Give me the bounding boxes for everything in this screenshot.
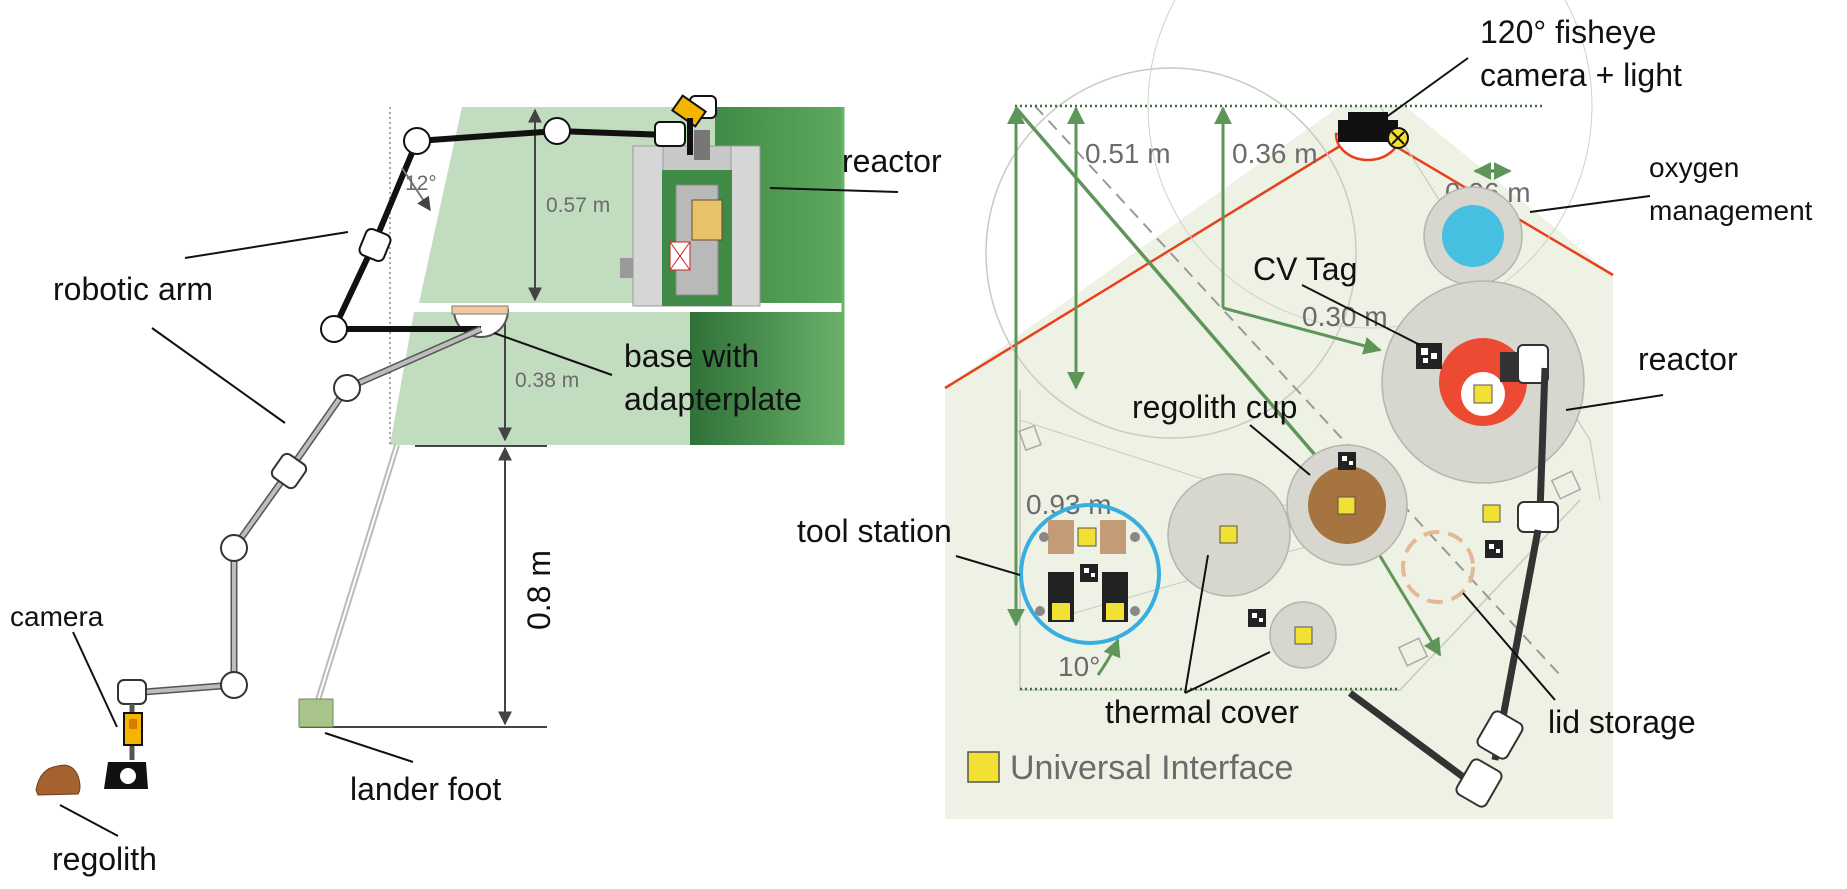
cv-tag-main — [1416, 343, 1442, 369]
fisheye-camera — [1334, 112, 1409, 162]
dim-036: 0.36 m — [1232, 138, 1318, 169]
adapter-plate — [451, 305, 509, 315]
robotic-arm-grey — [104, 325, 483, 789]
arm-cable — [1347, 367, 1559, 808]
platform-lower-dark — [690, 312, 843, 445]
label-thermal-cover: thermal cover — [1105, 694, 1299, 730]
label-oxygen-line2: management — [1649, 195, 1813, 226]
label-cv-tag: CV Tag — [1253, 251, 1357, 287]
label-regolith-cup: regolith cup — [1132, 389, 1297, 425]
legend-swatch — [967, 751, 1000, 783]
label-lander-foot: lander foot — [350, 771, 501, 807]
label-lid-storage: lid storage — [1548, 704, 1696, 740]
dim-051: 0.51 m — [1085, 138, 1171, 169]
robotic-arm-black — [320, 94, 717, 343]
label-base-line1: base with — [624, 338, 759, 374]
label-oxygen-line1: oxygen — [1649, 152, 1739, 183]
label-fisheye-line1: 120° fisheye — [1480, 14, 1656, 50]
reactor-body-side — [620, 130, 761, 307]
tool-station — [1019, 503, 1161, 645]
label-regolith: regolith — [52, 841, 157, 877]
label-camera: camera — [10, 601, 104, 632]
lid-storage-ring — [1401, 530, 1475, 604]
tool-station-ring — [1019, 503, 1161, 645]
label-tool-station: tool station — [797, 513, 952, 549]
reactor-lid-joint — [1517, 344, 1549, 384]
label-fisheye-line2: camera + light — [1480, 57, 1682, 93]
dim-057: 0.57 m — [546, 194, 610, 217]
angle-12: 12° — [405, 172, 437, 195]
angle-10: 10° — [1058, 651, 1100, 682]
dim-08: 0.8 m — [521, 550, 557, 630]
label-base-line2: adapterplate — [624, 381, 802, 417]
label-reactor-right: reactor — [1638, 341, 1738, 377]
label-robotic-arm: robotic arm — [53, 271, 213, 307]
lander-foot-part — [298, 698, 334, 728]
regolith-rock — [35, 764, 81, 796]
left-side-view: 0.57 m 0.38 m 0.8 m 12° — [10, 94, 942, 877]
oxygen-core — [1442, 205, 1504, 267]
legend-universal-interface: Universal Interface — [1010, 749, 1293, 787]
label-reactor-left: reactor — [842, 143, 942, 179]
right-top-view: 0.51 m 0.36 m 0.06 m 0.30 m 0.93 m 10° 2… — [797, 0, 1813, 819]
dim-038: 0.38 m — [515, 369, 579, 392]
